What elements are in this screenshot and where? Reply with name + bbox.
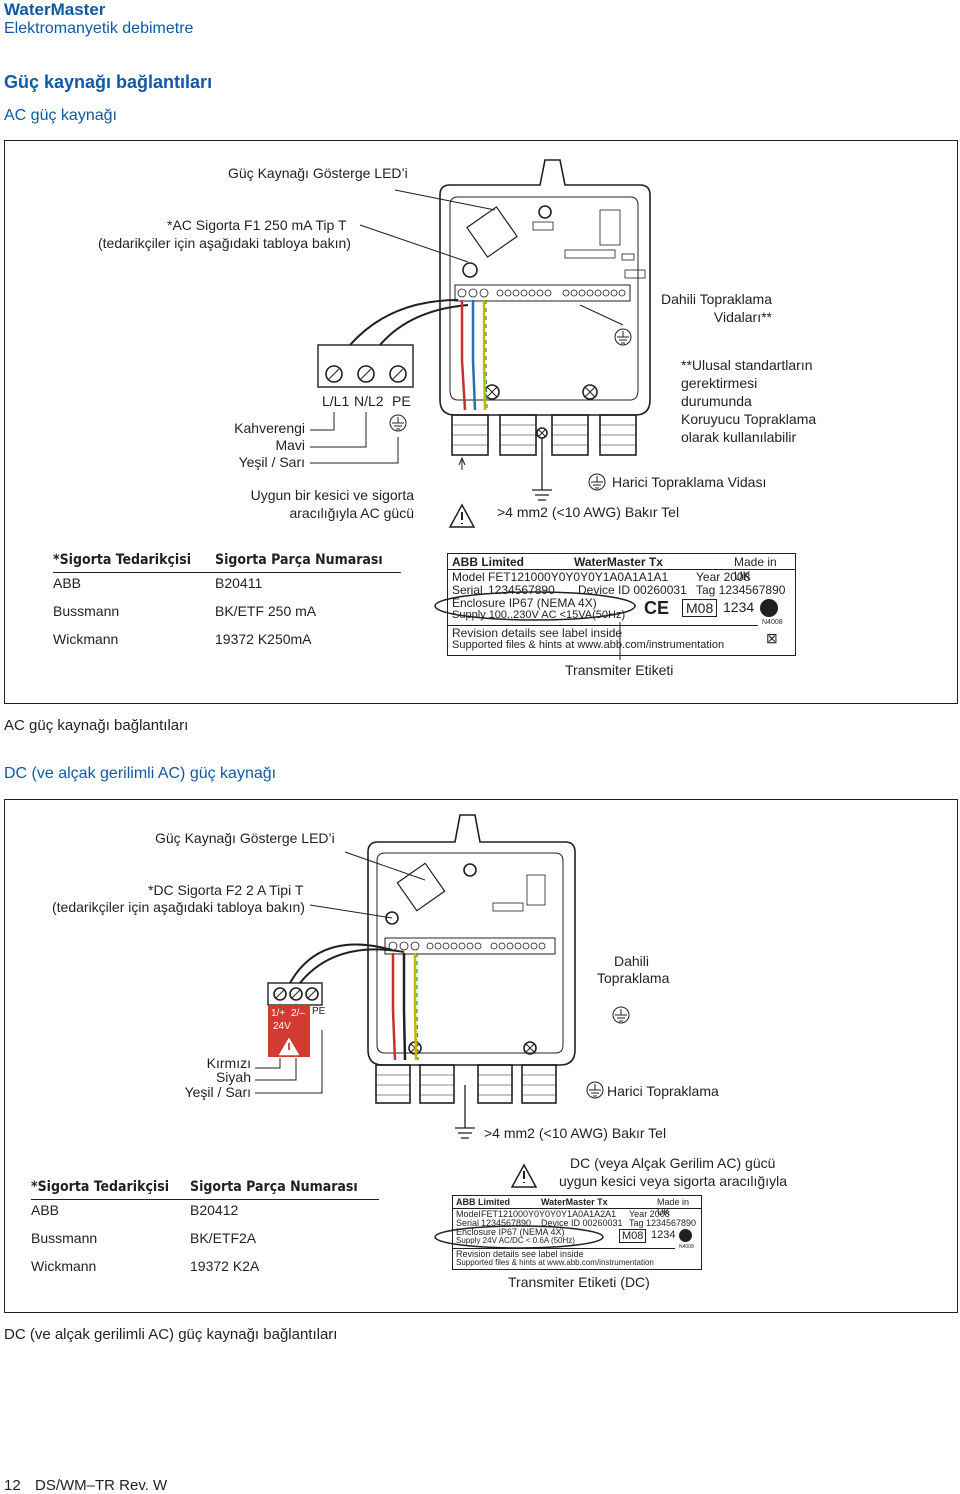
ac-enclosure-outline <box>439 159 651 416</box>
dc-voltage: 24V <box>273 1021 291 1032</box>
dc-fuse-table: *Sigorta Tedarikçisi Sigorta Parça Numar… <box>31 1179 379 1284</box>
ac-external-earth-label: Harici Topraklama Vidası <box>612 474 767 490</box>
terminal-n2: N/L2 <box>354 393 384 409</box>
wire-red: Kırmızı <box>206 1055 251 1071</box>
ac-supply-label: Uygun bir kesici ve sigorta <box>250 487 414 503</box>
document-subtitle: Elektromanyetik debimetre <box>4 20 194 37</box>
dc-figure-box <box>4 799 958 1313</box>
wire-brown: Kahverengi <box>234 420 305 436</box>
table-header-supplier: *Sigorta Tedarikçisi <box>31 1179 170 1195</box>
dc-external-earth-label: Harici Topraklama <box>607 1083 719 1099</box>
wire-green-yellow: Yeşil / Sarı <box>238 454 305 470</box>
dc-internal-earth-label: Dahili <box>614 953 650 969</box>
ac-internal-earth-label: Dahili Topraklama <box>660 291 772 307</box>
terminal-l1: L/L1 <box>322 393 350 409</box>
wire-black: Siyah <box>215 1069 251 1085</box>
dc-figure-caption: DC (ve alçak gerilimli AC) güç kaynağı b… <box>4 1326 338 1343</box>
dc-copper-label: >4 mm2 (<10 AWG) Bakır Tel <box>484 1125 667 1141</box>
dc-title: DC (ve alçak gerilimli AC) güç kaynağı <box>4 765 277 782</box>
wire-green-yellow-dc: Yeşil / Sarı <box>184 1084 251 1100</box>
dc-internal-earth-label-2: Topraklama <box>597 970 670 986</box>
table-header-part: Sigorta Parça Numarası <box>190 1179 358 1195</box>
ac-figure-caption: AC güç kaynağı bağlantıları <box>4 717 189 734</box>
wire-blue: Mavi <box>275 437 305 453</box>
ctick-icon <box>679 1229 692 1242</box>
table-header-supplier: *Sigorta Tedarikçisi <box>53 552 192 568</box>
ctick-icon <box>760 599 778 617</box>
document-code: DS/WM–TR Rev. W <box>35 1477 168 1494</box>
table-header-part: Sigorta Parça Numarası <box>215 552 383 568</box>
dc-fuse-label: *DC Sigorta F2 2 A Tipi T <box>148 882 304 898</box>
ac-fuse-label: *AC Sigorta F1 250 mA Tip T <box>167 217 347 233</box>
dc-fuse-note: (tedarikçiler için aşağıdaki tabloya bak… <box>52 899 305 915</box>
dc-transmitter-label: ABB Limited WaterMaster Tx Made in UK Mo… <box>452 1195 702 1270</box>
terminal-pe: PE <box>392 393 411 409</box>
ac-figure-box <box>4 140 958 704</box>
dc-led-label: Güç Kaynağı Gösterge LED’i <box>155 830 335 846</box>
dc-terminal-plus: 1/+ <box>271 1008 286 1019</box>
ac-supply-label-2: aracılığıyla AC gücü <box>289 505 414 521</box>
weee-bin-icon: ⊠ <box>766 630 778 646</box>
section-title: Güç kaynağı bağlantıları <box>4 72 213 92</box>
ac-label-caption: Transmiter Etiketi <box>565 662 674 678</box>
dc-supply-label: DC (veya Alçak Gerilim AC) gücü <box>570 1155 776 1171</box>
ac-transmitter-label: ABB Limited WaterMaster Tx Made in UK Mo… <box>447 553 796 656</box>
ac-internal-earth-label-2: Vidaları** <box>713 309 772 325</box>
ac-fuse-table: *Sigorta Tedarikçisi Sigorta Parça Numar… <box>53 552 401 657</box>
ac-led-label: Güç Kaynağı Gösterge LED’i <box>228 165 408 181</box>
ac-fuse-note: (tedarikçiler için aşağıdaki tabloya bak… <box>98 235 351 251</box>
ac-copper-label: >4 mm2 (<10 AWG) Bakır Tel <box>497 504 680 520</box>
document-title: WaterMaster <box>4 0 106 19</box>
ac-title: AC güç kaynağı <box>4 107 117 124</box>
dc-enclosure-outline <box>367 814 576 1066</box>
dc-terminal-minus: 2/– <box>291 1008 305 1019</box>
page-number: 12 <box>4 1477 21 1494</box>
dc-supply-label-2: uygun kesici veya sigorta aracılığıyla <box>559 1173 787 1189</box>
dc-label-caption: Transmiter Etiketi (DC) <box>508 1274 650 1290</box>
dc-terminal-pe: PE <box>312 1006 326 1017</box>
